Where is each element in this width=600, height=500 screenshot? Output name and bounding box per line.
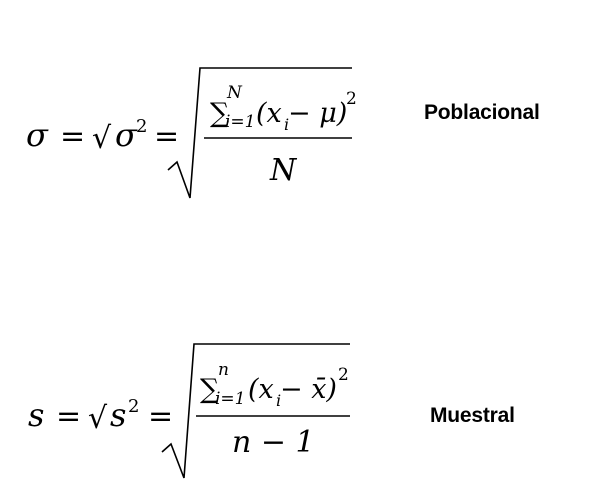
population-equals-1: = <box>60 119 85 154</box>
population-term-exponent: 2 <box>346 89 357 109</box>
population-term-subscript: i <box>284 115 289 134</box>
sample-denominator: n − 1 <box>232 425 315 460</box>
population-squared-symbol: σ <box>115 116 138 154</box>
sample-equals-1: = <box>56 399 81 434</box>
sample-radical-sign <box>161 343 350 479</box>
sample-lhs-symbol: s <box>28 396 44 434</box>
sample-formula-svg: s = √ s 2 = ∑ n i=1 (x i − x̄) 2 n − 1 <box>28 343 350 479</box>
population-denominator: N <box>269 153 298 188</box>
population-radical-sign <box>167 67 352 199</box>
population-label: Poblacional <box>424 101 540 124</box>
population-lhs-symbol: σ <box>26 116 49 154</box>
population-sum-upper: N <box>226 83 243 103</box>
sample-formula: s = √ s 2 = ∑ n i=1 (x i − x̄) 2 n − 1 <box>20 338 380 493</box>
population-formula-svg: σ = √ σ 2 = ∑ N i=1 (x i − μ) 2 N <box>26 67 357 199</box>
sample-term-open: (x <box>248 374 274 405</box>
sample-term-exponent: 2 <box>338 365 349 385</box>
population-sum-lower: i=1 <box>225 112 256 132</box>
population-term-open: (x <box>256 98 282 129</box>
population-term-mid: − μ) <box>288 98 347 129</box>
sample-square-exponent: 2 <box>128 396 139 417</box>
sample-sum-sign: ∑ <box>200 374 219 405</box>
population-equals-2: = <box>154 119 179 154</box>
population-sum-sign: ∑ <box>210 98 229 129</box>
sample-term-subscript: i <box>276 391 281 410</box>
population-small-sqrt: √ <box>92 121 112 156</box>
sample-equals-2: = <box>148 399 173 434</box>
population-square-exponent: 2 <box>136 116 147 137</box>
sample-squared-symbol: s <box>110 396 126 434</box>
sample-small-sqrt: √ <box>88 401 108 436</box>
sample-sum-lower: i=1 <box>215 389 246 409</box>
population-formula: σ = √ σ 2 = ∑ N i=1 (x i − μ) 2 N <box>20 62 380 217</box>
sample-label: Muestral <box>430 404 515 427</box>
sample-term-mid: − x̄) <box>280 374 337 405</box>
sample-sum-upper: n <box>218 360 229 380</box>
